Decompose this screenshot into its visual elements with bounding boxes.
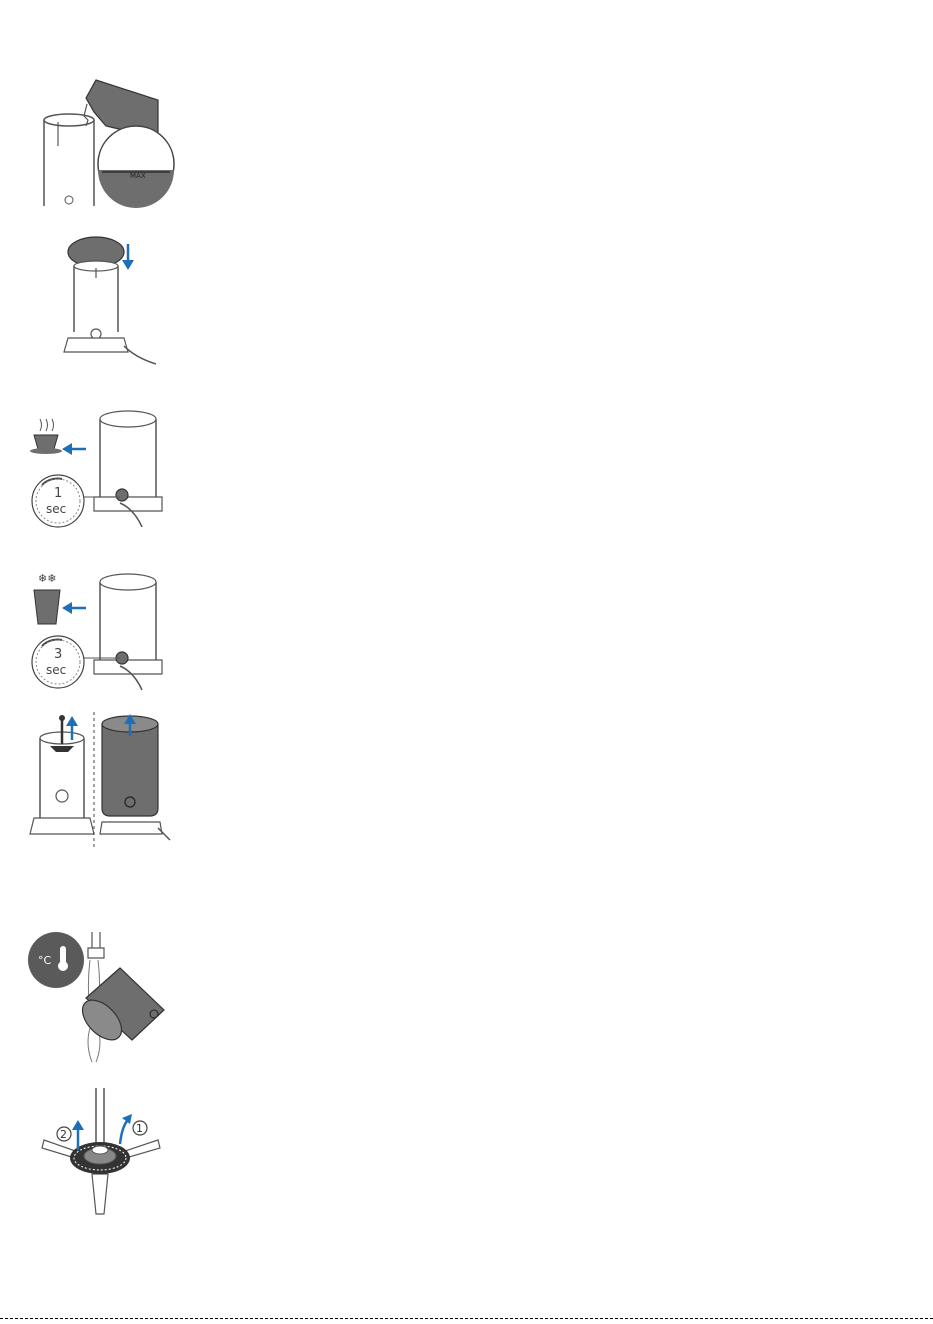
illustration-cold-froth-3sec: ❄❄ 3 sec <box>24 568 164 693</box>
page-cut-line <box>0 1318 933 1319</box>
step-1-badge: 1 <box>133 1121 147 1135</box>
rotate-arrow-icon <box>120 1114 132 1144</box>
max-mark-label: MAX <box>130 172 146 180</box>
svg-text:❄❄: ❄❄ <box>38 572 56 585</box>
svg-text:3: 3 <box>54 647 62 662</box>
timer-3sec-icon: 3 sec <box>32 636 84 688</box>
svg-text:1: 1 <box>54 486 62 501</box>
timer-1sec-icon: 1 sec <box>32 475 84 527</box>
illustration-rinse-jug: °C <box>24 932 164 1072</box>
left-arrow-icon <box>62 443 86 455</box>
down-arrow-icon <box>122 244 134 270</box>
left-arrow-icon <box>62 602 86 614</box>
svg-text:°C: °C <box>38 954 52 967</box>
illustration-remove-whisk-ring: 2 1 <box>24 1088 164 1218</box>
power-button <box>116 489 128 501</box>
svg-text:sec: sec <box>46 502 66 516</box>
step-2-badge: 2 <box>57 1127 71 1141</box>
cold-glass-icon: ❄❄ <box>34 572 60 624</box>
svg-text:1: 1 <box>136 1122 143 1135</box>
illustration-place-lid <box>24 232 164 372</box>
thermometer-icon: °C <box>28 932 84 988</box>
svg-text:2: 2 <box>60 1128 67 1141</box>
svg-text:sec: sec <box>46 663 66 677</box>
illustration-hot-froth-1sec: 1 sec <box>24 405 164 530</box>
hot-cup-icon <box>30 419 62 454</box>
illustration-remove-parts <box>24 710 164 850</box>
illustration-pour-milk: MAX <box>24 70 164 210</box>
